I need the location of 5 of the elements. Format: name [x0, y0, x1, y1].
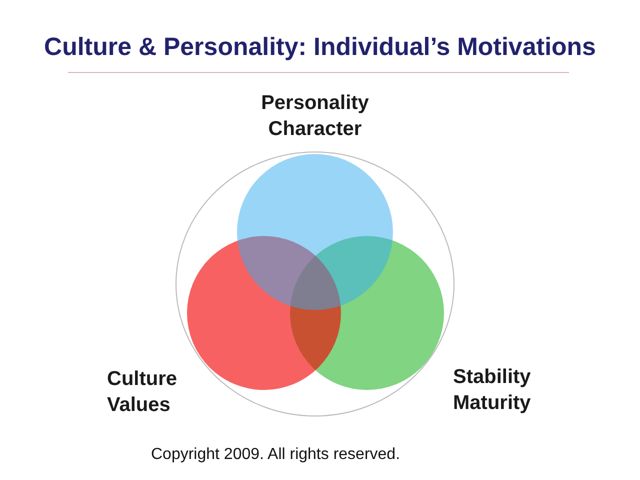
circle-label: Personality Character: [261, 91, 369, 142]
circle-label: Culture Values: [107, 367, 177, 418]
title: Culture & Personality: Individual’s Motivations: [44, 32, 596, 63]
copyright-notice: Copyright 2009. All rights reserved.: [151, 445, 400, 465]
circle-label: Stability Maturity: [453, 365, 531, 416]
